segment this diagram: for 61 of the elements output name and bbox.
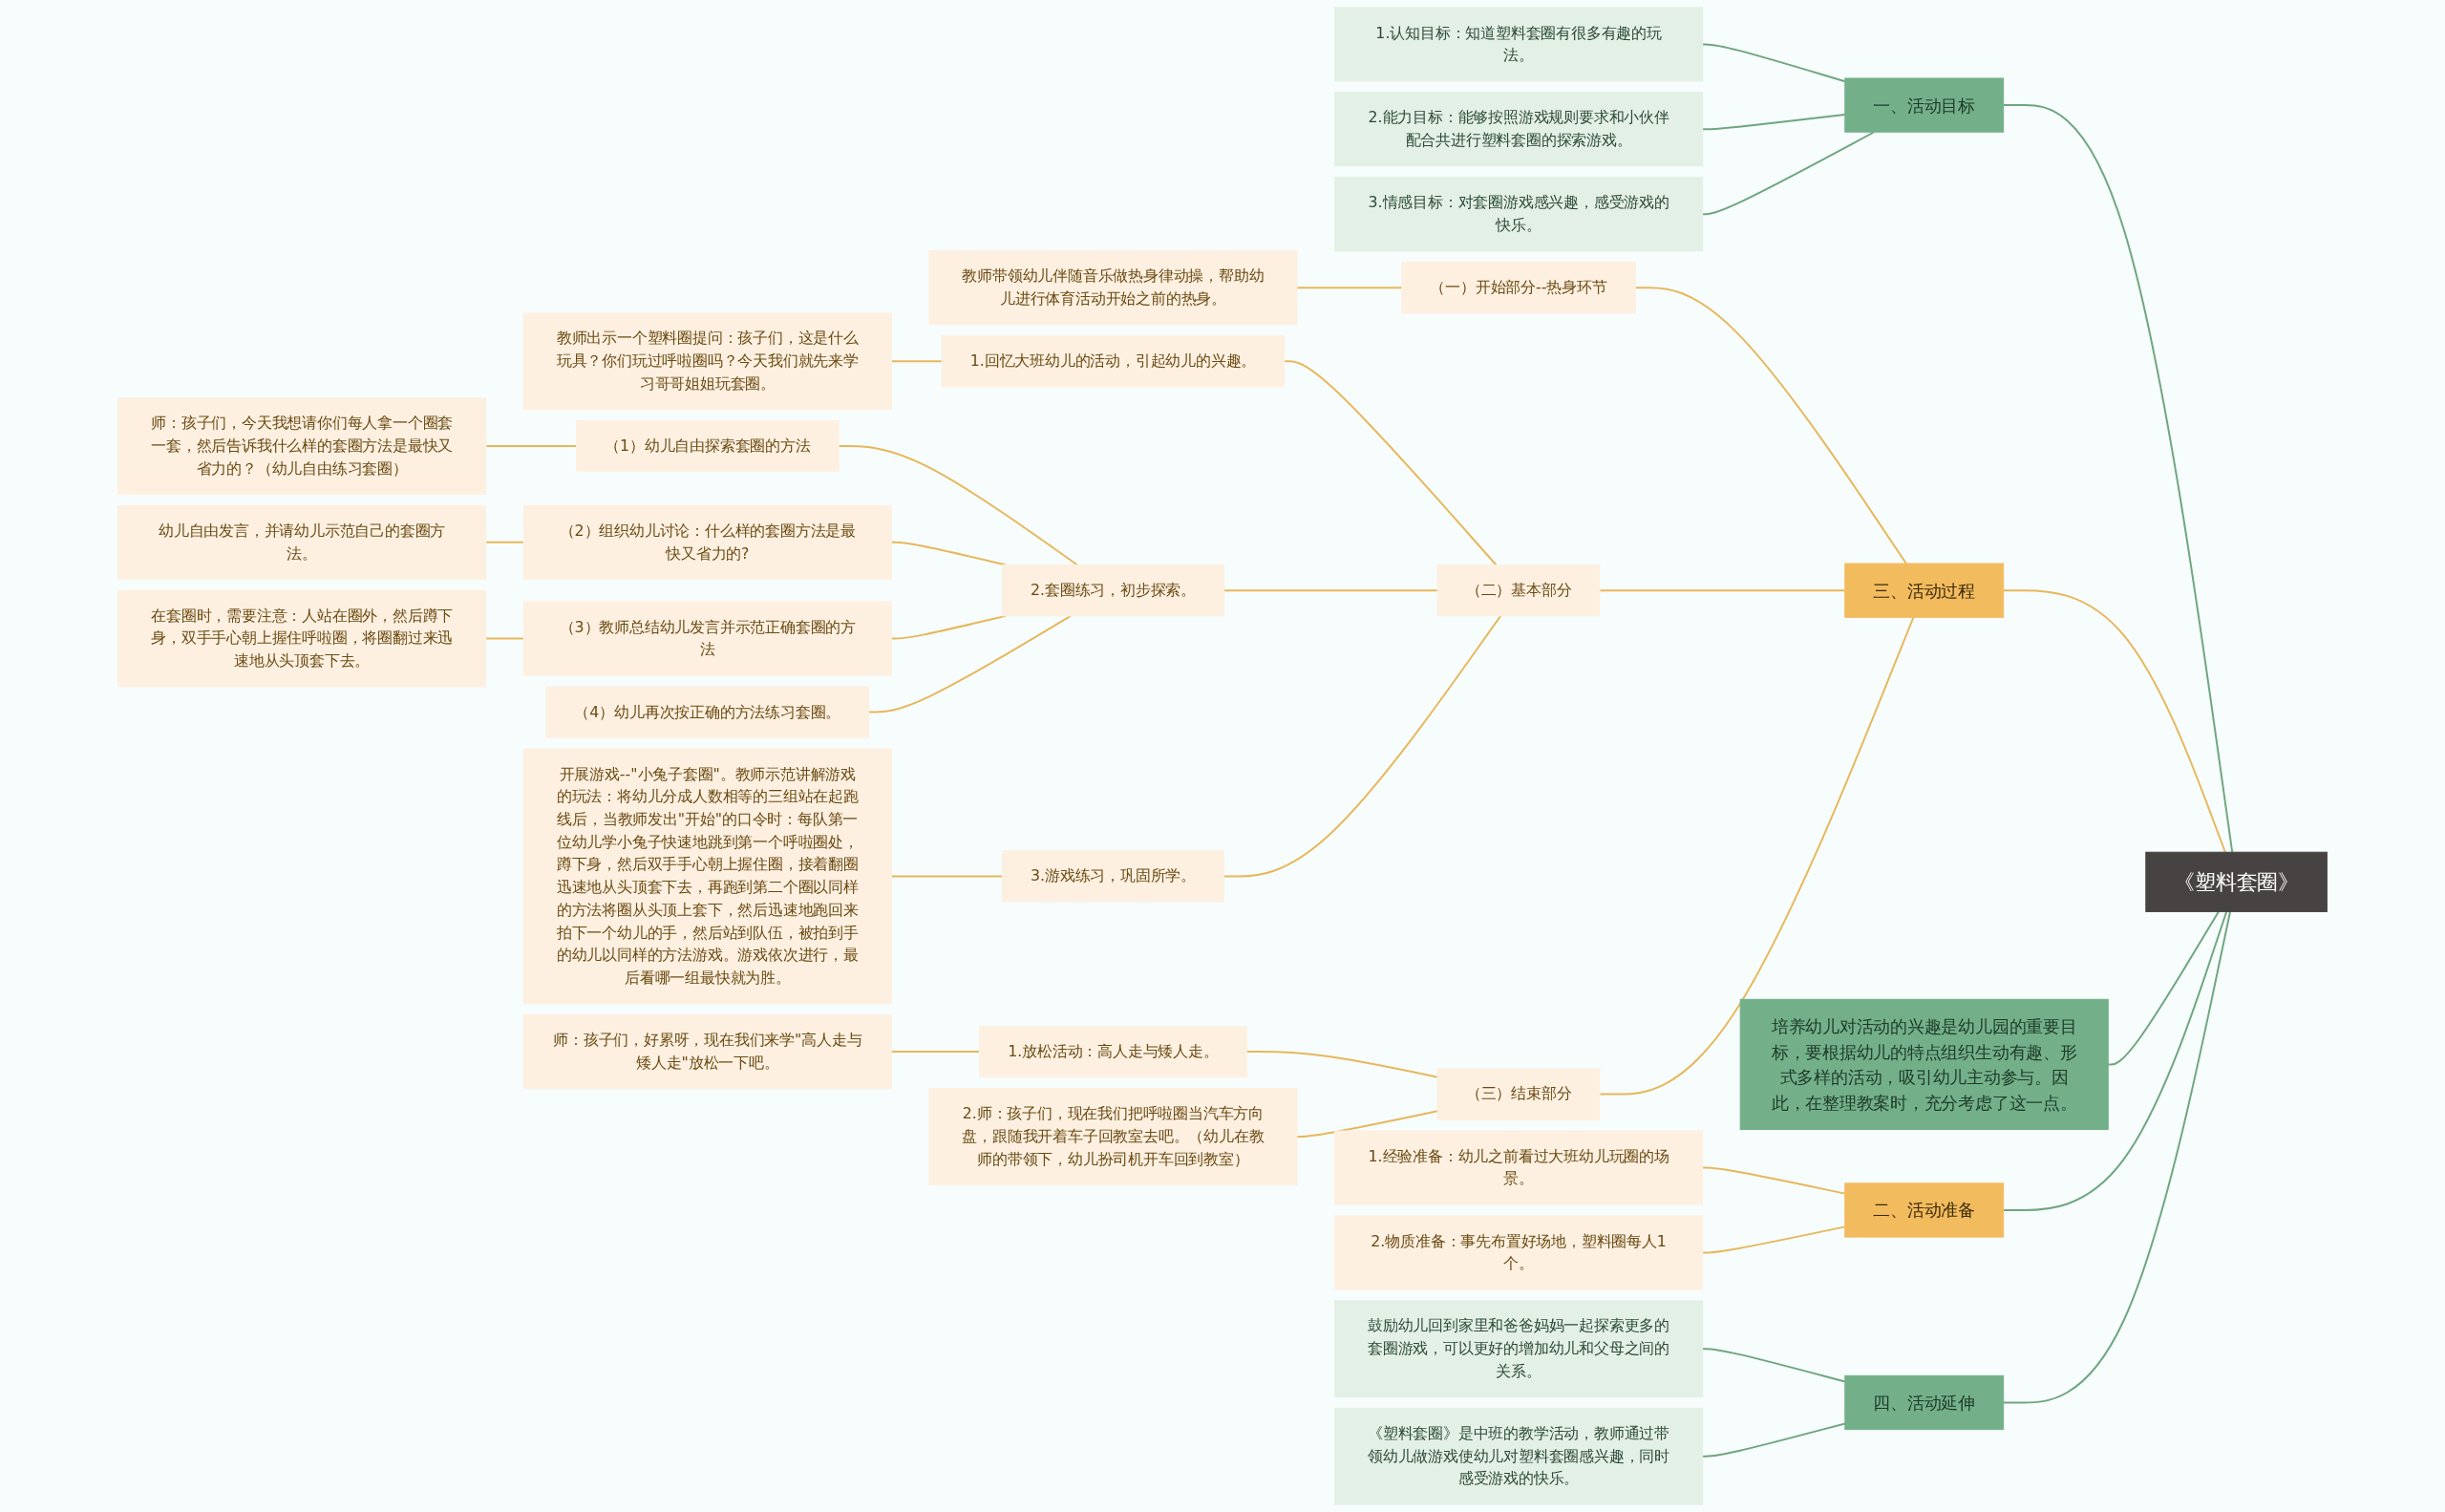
connector (890, 875, 1004, 878)
node-box: 1.认知目标：知道塑料套圈有很多有趣的玩法。 (1334, 7, 1704, 82)
node-box: 二、活动准备 (1844, 1182, 2005, 1238)
node-box: 一、活动目标 (1844, 77, 2005, 133)
node-box: 四、活动延伸 (1844, 1374, 2005, 1431)
node-box: 师：孩子们，今天我想请你们每人拿一个圈套一套，然后告诉我什么样的套圈方法是最快又省力的？（幼儿自由练习套圈） (117, 397, 487, 495)
node-box: 教师带领幼儿伴随音乐做热身律动操，帮助幼儿进行体育活动开始之前的热身。 (928, 250, 1298, 326)
connector (1701, 131, 1876, 216)
node-box: （4）幼儿再次按正确的方法练习套圈。 (545, 686, 870, 738)
connector (1283, 360, 1498, 566)
connector (1222, 589, 1439, 592)
connector (1701, 1348, 1846, 1383)
connector (1245, 1051, 1439, 1078)
node-box: 2.套圈练习，初步探索。 (1001, 564, 1225, 617)
connector (2002, 910, 2232, 1404)
connector (1701, 1422, 1846, 1458)
node-box: 三、活动过程 (1844, 563, 2005, 618)
node-box: 3.情感目标：对套圈游戏感兴趣，感受游戏的快乐。 (1334, 177, 1704, 252)
connector (1296, 287, 1403, 289)
node-box: 培养幼儿对活动的兴趣是幼儿园的重要目标，要根据幼儿的特点组织生动有趣、形式多样的活动，吸引幼儿主动参与。因此，在整理教案时，充分考虑了这一点。 (1739, 998, 2109, 1131)
node-box: 《塑料套圈》 (2145, 851, 2328, 912)
node-box: 《塑料套圈》是中班的教学活动，教师通过带领幼儿做游戏使幼儿对塑料套圈感兴趣，同时感受游戏的快乐。 (1334, 1407, 1704, 1505)
connector (1222, 614, 1502, 878)
node-box: （二）基本部分 (1436, 564, 1601, 617)
connector (484, 445, 578, 448)
node-box: 开展游戏--"小兔子套圈"。教师示范讲解游戏的玩法：将幼儿分成人数相等的三组站在起跑线后，当教师发出"开始"的口令时：每队第一位幼儿学小兔子快速地跳到第一个呼啦圈处，蹲下身，然后双手手心朝上握住圈，接着翻圈迅速地从头顶套下去，再跑到第二个圈以同样的方法将圈从头顶上套下，然后迅速地跑回来拍下一个幼儿的手，然后站到队伍，被拍到手的幼儿以同样的方法游戏。游戏依次进行，最后看哪一组最快就为胜。 (522, 748, 892, 1005)
connector (1296, 1110, 1439, 1138)
connector (1634, 287, 1907, 565)
connector (2002, 104, 2234, 854)
connector (484, 541, 525, 543)
node-box: （三）结束部分 (1436, 1068, 1601, 1120)
node-box: 2.物质准备：事先布置好场地，塑料圈每人1个。 (1334, 1215, 1704, 1290)
node-box: 师：孩子们，好累呀，现在我们来学"高人走与矮人走"放松一下吧。 (522, 1014, 892, 1090)
node-box: 1.放松活动：高人走与矮人走。 (979, 1025, 1247, 1078)
connector (1701, 43, 1846, 83)
node-box: 1.回忆大班幼儿的活动，引起幼儿的兴趣。 (941, 335, 1286, 388)
connector (1599, 616, 1915, 1096)
node-box: 鼓励幼儿回到家里和爸爸妈妈一起探索更多的套圈游戏，可以更好的增加幼儿和父母之间的关系。 (1334, 1300, 1704, 1397)
connector (1701, 1225, 1846, 1254)
node-box: （2）组织幼儿讨论：什么样的套圈方法是最快又省力的? (522, 504, 892, 580)
connector (1599, 589, 1846, 592)
connector (890, 1051, 981, 1054)
node-box: 在套圈时，需要注意：人站在圈外，然后蹲下身，双手手心朝上握住呼啦圈，将圈翻过来迅速地从头顶套下去。 (117, 589, 487, 688)
connector (890, 360, 944, 363)
connector (838, 445, 1078, 566)
node-box: 3.游戏练习，巩固所学。 (1001, 850, 1225, 903)
node-box: （1）幼儿自由探索套圈的方法 (575, 419, 840, 473)
connector (2002, 910, 2228, 1211)
node-box: （3）教师总结幼儿发言并示范正确套圈的方法 (522, 601, 892, 676)
node-box: 1.经验准备：幼儿之前看过大班幼儿玩圈的场景。 (1334, 1130, 1704, 1205)
connector (867, 614, 1072, 713)
connector (484, 637, 525, 640)
node-box: 幼儿自由发言，并请幼儿示范自己的套圈方法。 (117, 504, 487, 580)
node-box: 2.师：孩子们，现在我们把呼啦圈当汽车方向盘，跟随我开着车子回教室去吧。（幼儿在教师的带领下，幼儿扮司机开车回到教室） (928, 1088, 1298, 1185)
node-box: 教师出示一个塑料圈提问：孩子们，这是什么玩具？你们玩过呼啦圈吗？今天我们就先来学习哥哥姐姐玩套圈。 (522, 312, 892, 411)
connector (1701, 113, 1846, 131)
connector (1701, 1166, 1846, 1195)
node-box: 2.能力目标：能够按照游戏规则要求和小伙伴配合共进行塑料套圈的探索游戏。 (1334, 92, 1704, 167)
connector (2002, 589, 2226, 854)
node-box: （一）开始部分--热身环节 (1401, 262, 1636, 314)
connector (2107, 910, 2220, 1066)
